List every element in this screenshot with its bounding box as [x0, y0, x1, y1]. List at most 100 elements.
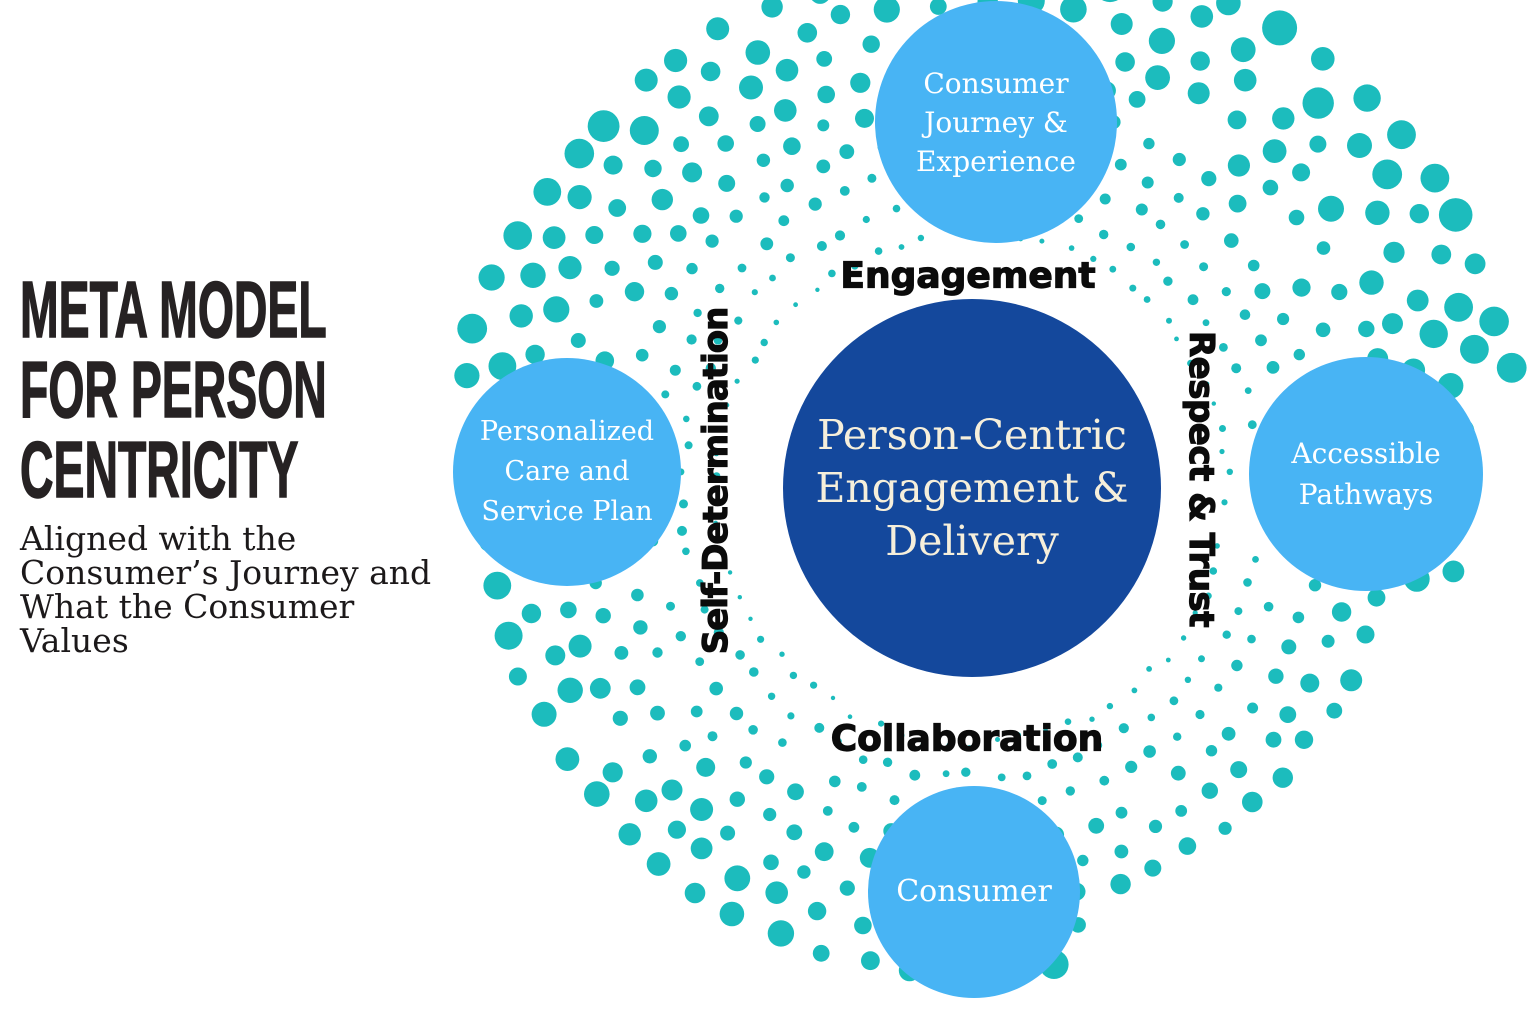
- decor-dot: [614, 646, 629, 660]
- decor-dot: [1221, 287, 1231, 297]
- decor-dot: [1148, 819, 1163, 834]
- decor-dot: [682, 162, 703, 183]
- decor-dot: [1294, 730, 1314, 749]
- decor-dot: [1072, 752, 1083, 763]
- decor-dot: [808, 197, 822, 211]
- decor-dot: [1419, 319, 1448, 349]
- decor-dot: [995, 737, 1000, 742]
- decor-dot: [729, 209, 743, 223]
- decor-dot: [1166, 317, 1172, 324]
- decor-dot: [1145, 65, 1170, 90]
- decor-dot: [787, 712, 795, 720]
- decor-dot: [521, 603, 542, 624]
- decor-dot: [767, 692, 776, 700]
- decor-dot: [457, 313, 488, 344]
- decor-dot: [1202, 319, 1210, 327]
- decor-dot: [850, 72, 871, 93]
- decor-dot: [1254, 283, 1271, 300]
- decor-dot: [847, 714, 853, 719]
- decor-dot: [1131, 687, 1138, 694]
- decor-dot: [1300, 673, 1320, 693]
- decor-dot: [1311, 47, 1335, 71]
- decor-dot: [966, 745, 973, 752]
- decor-dot: [629, 679, 646, 696]
- decor-dot: [817, 85, 835, 104]
- decor-dot: [634, 789, 658, 813]
- decor-dot: [828, 269, 836, 278]
- decor-dot: [1152, 0, 1173, 12]
- decor-dot: [767, 920, 795, 947]
- decor-dot: [1187, 359, 1195, 367]
- decor-dot: [1143, 745, 1156, 758]
- decor-dot: [558, 256, 582, 280]
- decor-dot: [1037, 796, 1047, 806]
- decor-dot: [1292, 611, 1305, 624]
- decor-dot: [712, 472, 721, 480]
- decor-dot: [1221, 499, 1228, 506]
- decor-dot: [720, 825, 736, 841]
- decor-dot: [1205, 745, 1218, 757]
- decor-dot: [961, 767, 971, 777]
- decor-dot: [1318, 195, 1344, 222]
- decor-dot: [1406, 289, 1429, 312]
- decor-dot: [706, 17, 730, 41]
- decor-dot: [670, 225, 687, 242]
- decor-dot: [684, 441, 693, 450]
- decor-dot: [1438, 198, 1473, 232]
- decor-dot: [1222, 630, 1231, 639]
- decor-dot: [1178, 837, 1197, 855]
- decor-dot: [557, 677, 583, 703]
- decor-dot: [690, 798, 714, 821]
- decor-dot: [812, 944, 830, 962]
- decor-dot: [1064, 718, 1072, 725]
- decor-dot: [751, 356, 759, 364]
- decor-dot: [664, 286, 679, 301]
- decor-dot: [612, 710, 628, 726]
- decor-dot: [1460, 334, 1489, 364]
- decor-dot: [651, 188, 673, 211]
- decor-dot: [775, 58, 799, 82]
- circle-text-line: Journey &: [924, 105, 1068, 139]
- decor-dot: [1331, 283, 1348, 301]
- decor-dot: [889, 795, 900, 806]
- decor-dot: [709, 681, 723, 696]
- decor-dot: [892, 204, 901, 213]
- decor-dot: [1347, 133, 1372, 158]
- decor-dot: [780, 178, 794, 193]
- decor-dot: [920, 740, 928, 749]
- decor-dot: [1293, 348, 1306, 361]
- decor-dot: [1359, 270, 1384, 295]
- decor-dot: [1118, 723, 1129, 734]
- decor-dot: [1155, 219, 1166, 230]
- title-line: META MODEL: [20, 265, 328, 354]
- decor-dot: [748, 725, 758, 735]
- decor-dot: [816, 241, 827, 251]
- circle-text: Person-Centric Engagement & Delivery: [815, 409, 1128, 568]
- decor-dot: [769, 274, 776, 282]
- decor-dot: [789, 671, 798, 680]
- decor-dot: [1204, 381, 1210, 387]
- decor-dot: [719, 901, 745, 927]
- decor-dot: [737, 595, 742, 600]
- decor-dot: [1228, 194, 1247, 213]
- decor-dot: [1265, 731, 1282, 748]
- decor-dot: [1266, 361, 1280, 374]
- decor-dot: [1309, 135, 1327, 153]
- decor-dot: [1199, 262, 1209, 272]
- decor-dot: [1141, 176, 1154, 189]
- decor-dot: [761, 0, 783, 18]
- value-label-collaboration: Collaboration: [830, 718, 1104, 760]
- decor-dot: [1195, 709, 1205, 720]
- decor-dot: [839, 186, 850, 196]
- decor-dot: [1464, 253, 1486, 275]
- decor-dot: [634, 68, 658, 92]
- decor-dot: [1099, 775, 1110, 786]
- decor-dot: [642, 749, 657, 764]
- decor-dot: [667, 820, 687, 839]
- decor-dot: [545, 645, 566, 666]
- decor-dot: [1233, 68, 1257, 92]
- subtitle-line: Values: [20, 621, 129, 660]
- circle-text-line: Personalized: [479, 416, 655, 447]
- decor-dot: [1382, 313, 1403, 335]
- decor-dot: [810, 681, 818, 689]
